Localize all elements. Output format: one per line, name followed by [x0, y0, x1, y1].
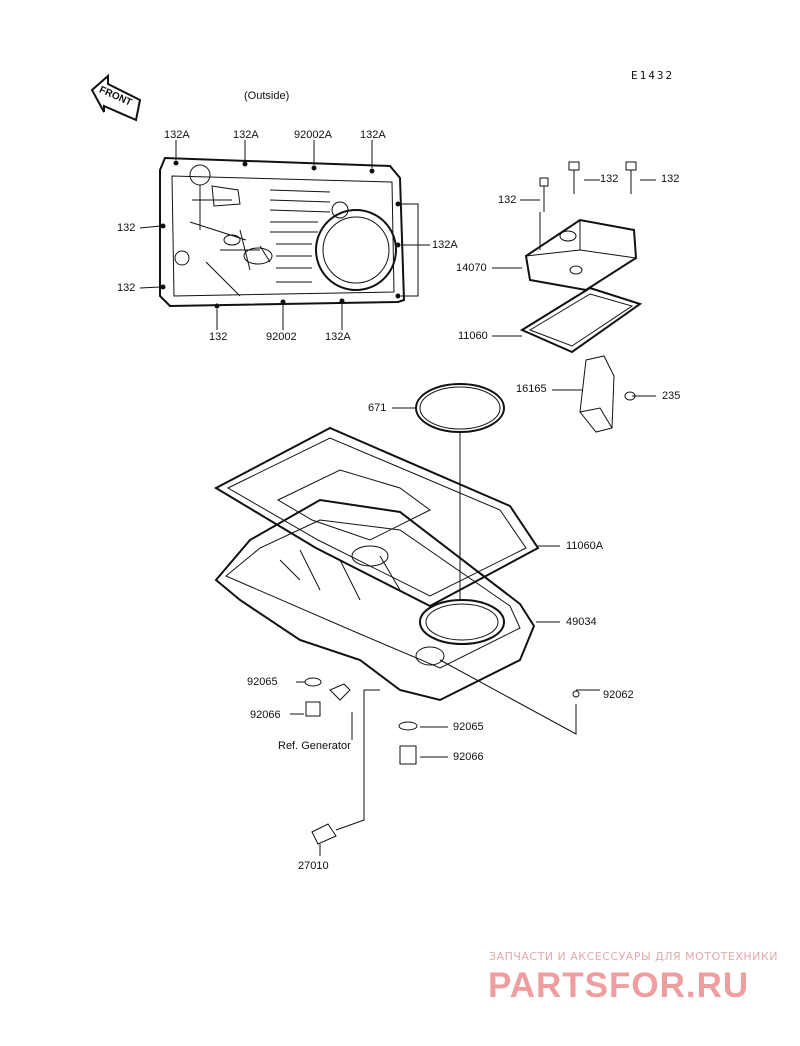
- label-132A-1: 132A: [164, 129, 190, 141]
- label-27010: 27010: [298, 860, 329, 872]
- label-132-cap-3: 132: [661, 173, 680, 185]
- oil-pan-drawing: [214, 498, 600, 735]
- label-132-left-2: 132: [117, 282, 136, 294]
- front-arrow-icon: [90, 73, 142, 122]
- outside-note: (Outside): [244, 90, 290, 102]
- label-92062: 92062: [603, 689, 634, 701]
- label-92065-left: 92065: [247, 676, 278, 688]
- label-235: 235: [662, 390, 681, 402]
- drain-plugs-drawing: [290, 677, 448, 856]
- label-132-cap-1: 132: [498, 194, 517, 206]
- label-132-cap-2: 132: [600, 173, 619, 185]
- label-16165: 16165: [516, 383, 547, 395]
- label-92065-right: 92065: [453, 721, 484, 733]
- watermark-tagline: ЗАПЧАСТИ И АКСЕССУАРЫ ДЛЯ МОТОТЕХНИКИ: [489, 950, 778, 963]
- outside-cover-drawing: [139, 140, 430, 330]
- oil-pan-gasket-drawing: [213, 426, 560, 608]
- label-11060: 11060: [458, 330, 488, 342]
- label-92002A: 92002A: [294, 129, 332, 141]
- label-132-left-1: 132: [117, 222, 136, 234]
- breather-cover-drawing: [492, 161, 656, 433]
- label-ref-generator: Ref. Generator: [278, 740, 351, 752]
- diagram-code: E1432: [631, 69, 675, 82]
- label-132-bottom: 132: [209, 331, 228, 343]
- watermark-logo: PARTSFOR.RU: [488, 966, 750, 1005]
- label-132A-2: 132A: [233, 129, 259, 141]
- label-92066-right: 92066: [453, 751, 484, 763]
- label-132A-bottom: 132A: [325, 331, 351, 343]
- label-11060A: 11060A: [566, 540, 604, 552]
- label-92066-left: 92066: [250, 709, 281, 721]
- label-49034: 49034: [566, 616, 597, 628]
- label-14070: 14070: [456, 262, 487, 274]
- label-132A-3: 132A: [360, 129, 386, 141]
- label-92002: 92002: [266, 331, 297, 343]
- label-671: 671: [368, 402, 387, 414]
- label-132A-right: 132A: [432, 239, 458, 251]
